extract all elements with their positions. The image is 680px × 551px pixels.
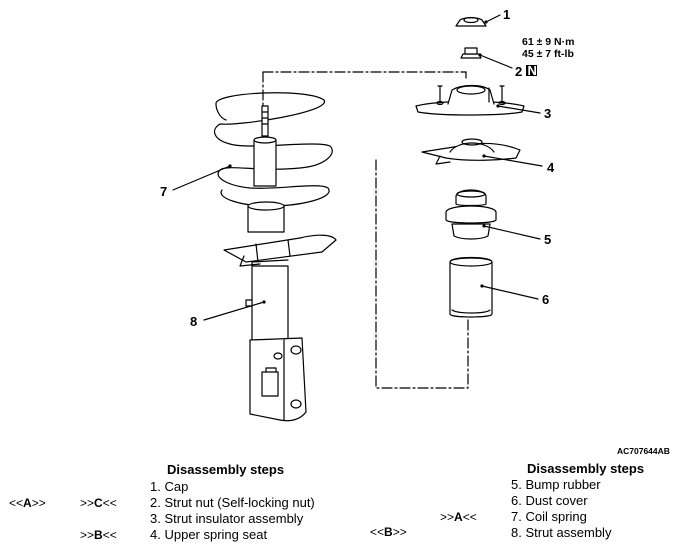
leader-1	[485, 14, 501, 23]
step-number: 8.	[511, 525, 522, 540]
n-badge-letter: N	[528, 63, 537, 78]
step-8: 8. Strut assembly	[511, 525, 611, 540]
callout-8: 8	[190, 314, 197, 329]
step-2: 2. Strut nut (Self-locking nut)	[150, 495, 315, 510]
step-number: 7.	[511, 509, 522, 524]
step-4: 4. Upper spring seat	[150, 527, 267, 542]
upper-spring-seat-part	[421, 138, 521, 165]
callout-4: 4	[547, 160, 555, 175]
leader-5	[483, 225, 541, 240]
assembly-line-return	[375, 157, 469, 389]
step-7: 7. Coil spring	[511, 509, 587, 524]
strut-exploded-diagram: 1 2 N 3 4 5 6 7 8 61 ± 9 N·m 45 ± 7 ft-l…	[160, 7, 670, 456]
step-number: 1.	[150, 479, 161, 494]
step-number: 5.	[511, 477, 522, 492]
step-5: 5. Bump rubber	[511, 477, 601, 492]
service-ref-b-right: <<B>>	[370, 525, 407, 539]
step-6: 6. Dust cover	[511, 493, 588, 508]
step-text: Strut assembly	[525, 525, 612, 540]
torque-metric: 61 ± 9 N·m	[522, 36, 574, 48]
service-ref-a-right: >>A<<	[440, 510, 477, 524]
callout-1: 1	[503, 7, 510, 22]
figure-id: AC707644AB	[617, 446, 670, 456]
callout-6: 6	[542, 292, 549, 307]
service-ref-c: >>C<<	[80, 496, 117, 510]
callout-3: 3	[544, 106, 551, 121]
step-number: 3.	[150, 511, 161, 526]
leader-3	[497, 105, 541, 114]
step-text: Bump rubber	[525, 477, 601, 492]
step-number: 2.	[150, 495, 161, 510]
right-steps-title: Disassembly steps	[527, 461, 645, 476]
service-ref-a: <<A>>	[9, 496, 46, 510]
cap-part	[455, 16, 487, 27]
step-text: Cap	[164, 479, 189, 494]
step-text: Upper spring seat	[164, 527, 268, 542]
bump-rubber-part	[445, 189, 497, 240]
strut-nut-part	[460, 47, 482, 59]
step-number: 6.	[511, 493, 522, 508]
leader-4	[483, 155, 543, 167]
torque-imperial: 45 ± 7 ft-lb	[522, 48, 574, 60]
leader-8	[203, 301, 265, 321]
step-number: 4.	[150, 527, 161, 542]
leader-7	[172, 165, 231, 191]
n-badge	[526, 65, 537, 76]
callout-2: 2	[515, 64, 522, 79]
dust-cover-part	[449, 256, 493, 318]
step-text: Strut insulator assembly	[164, 511, 304, 526]
step-1: 1. Cap	[150, 479, 188, 494]
leader-2	[479, 54, 513, 69]
service-ref-b: >>B<<	[80, 528, 117, 542]
step-text: Coil spring	[525, 509, 587, 524]
left-steps-title: Disassembly steps	[167, 462, 285, 477]
step-text: Strut nut (Self-locking nut)	[164, 495, 315, 510]
step-text: Dust cover	[525, 493, 588, 508]
step-3: 3. Strut insulator assembly	[150, 511, 303, 526]
callout-7: 7	[160, 184, 167, 199]
coil-spring-part	[213, 92, 333, 207]
callout-5: 5	[544, 232, 551, 247]
strut-insulator-part	[415, 84, 525, 116]
strut-assembly-part	[223, 105, 337, 422]
leader-6	[481, 285, 539, 300]
